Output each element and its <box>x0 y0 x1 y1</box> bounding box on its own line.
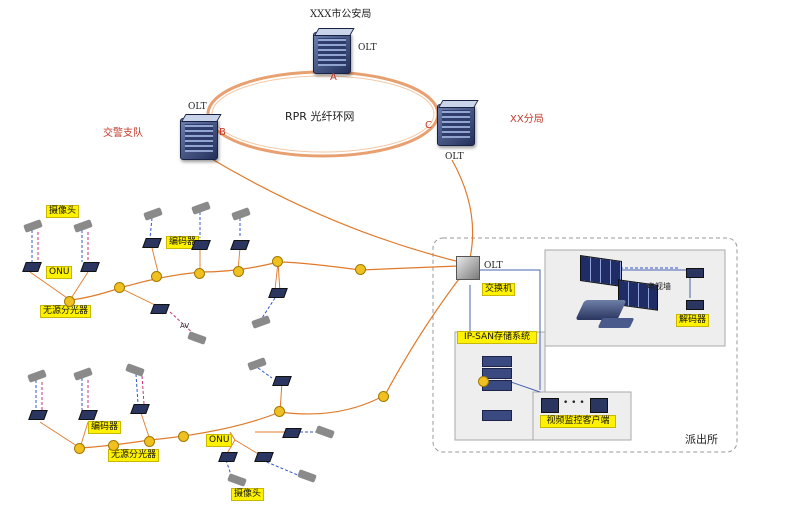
fiber-lower-trunk <box>79 274 463 449</box>
fiber-b-to-switch <box>204 154 461 263</box>
storage-unit-2 <box>482 368 512 379</box>
onu-tag-top: ONU <box>46 266 73 279</box>
switch-device <box>456 256 480 280</box>
encoder-tag-bottom: 编码器 <box>88 421 122 434</box>
decoder-tag: 解码器 <box>676 314 710 327</box>
olt-c-device <box>437 104 475 146</box>
olt-b-device <box>180 118 218 160</box>
client-dots: • • • <box>563 398 585 408</box>
splitter-icon <box>151 271 162 282</box>
splitter-icon <box>114 282 125 293</box>
splitter-icon <box>355 264 366 275</box>
olt-b-label: OLT <box>188 102 207 112</box>
switch-olt-label: OLT <box>484 261 503 271</box>
storage-unit-4 <box>482 410 512 421</box>
camera-tag-bottom: 摄像头 <box>231 488 265 501</box>
splitter-tag-bottom: 无源分光器 <box>108 449 160 462</box>
onu-tag-bottom: ONU <box>206 434 233 447</box>
client-pc-2 <box>590 398 608 413</box>
client-pc-1 <box>541 398 559 413</box>
olt-a-label: OLT <box>358 43 377 53</box>
av-label: AV <box>180 322 190 330</box>
splitter-icon <box>194 268 205 279</box>
node-c-label: C <box>425 120 432 131</box>
station-label: 派出所 <box>685 433 718 446</box>
camera-links <box>31 212 318 479</box>
right-site-label: XX分局 <box>510 114 544 125</box>
splitter-icon <box>233 266 244 277</box>
lower-left-drops <box>39 409 285 456</box>
splitter-icon <box>74 443 85 454</box>
camera-tag-top: 摄像头 <box>46 205 80 218</box>
splitter-icon <box>378 391 389 402</box>
olt-c-label: OLT <box>445 152 464 162</box>
title-city-bureau: XXX市公安局 <box>310 9 372 20</box>
fiber-upper-branch <box>277 261 281 293</box>
switch-tag: 交换机 <box>482 283 516 296</box>
splitter-icon <box>272 256 283 267</box>
decoder-device-1 <box>686 268 704 278</box>
splitter-icon <box>144 436 155 447</box>
tvwall-label: 电视墙 <box>647 282 671 291</box>
splitter-icon <box>478 376 489 387</box>
fiber-lower-branch2 <box>229 431 236 441</box>
splitter-icon <box>64 296 75 307</box>
decoder-device-2 <box>686 300 704 310</box>
client-tag: 视频监控客户端 <box>540 415 616 428</box>
splitter-icon <box>274 406 285 417</box>
ipsan-tag: IP-SAN存储系统 <box>457 331 537 344</box>
station-dashed-box <box>432 237 738 453</box>
splitter-icon <box>108 440 119 451</box>
splitter-tag-top: 无源分光器 <box>40 305 92 318</box>
splitter-icon <box>178 431 189 442</box>
fiber-c-to-switch <box>451 159 474 259</box>
ring-label: RPR 光纤环网 <box>285 110 355 123</box>
left-site-label: 交警支队 <box>103 128 143 139</box>
console-desk-2 <box>597 318 635 328</box>
fiber-upper-trunk <box>69 261 459 301</box>
storage-unit-1 <box>482 356 512 367</box>
olt-a-device <box>313 32 351 74</box>
node-b-label: B <box>219 127 226 138</box>
node-a-label: A <box>330 72 337 83</box>
